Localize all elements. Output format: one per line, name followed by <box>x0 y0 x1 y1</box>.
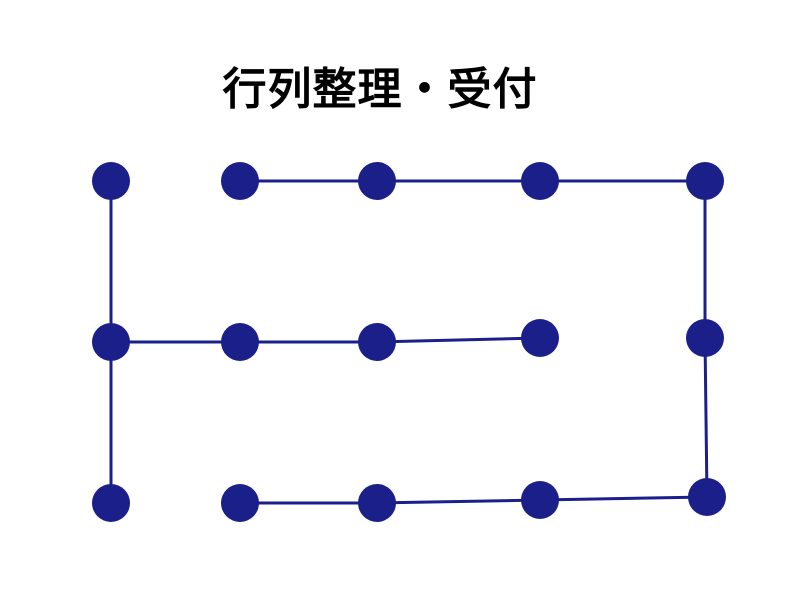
node-r2c5 <box>686 319 724 357</box>
node-r1c5 <box>686 162 724 200</box>
node-r1c1 <box>92 162 130 200</box>
node-r3c1 <box>92 484 130 522</box>
edge-layer <box>109 179 709 505</box>
edge-r3c5-r3c4 <box>539 495 708 502</box>
edge-r3c4-r3c3 <box>376 498 541 505</box>
node-r1c4 <box>521 162 559 200</box>
node-r3c2 <box>221 484 259 522</box>
node-r3c5 <box>688 478 726 516</box>
node-r2c1 <box>92 323 130 361</box>
node-layer <box>92 162 726 522</box>
node-r2c3 <box>358 323 396 361</box>
edge-r2c5-r3c5 <box>703 337 709 498</box>
node-r2c2 <box>221 323 259 361</box>
node-r3c4 <box>521 481 559 519</box>
node-r1c2 <box>221 162 259 200</box>
node-r2c4 <box>521 319 559 357</box>
edge-r2c3-r2c4 <box>376 336 541 344</box>
node-r1c3 <box>358 162 396 200</box>
node-r3c3 <box>358 484 396 522</box>
diagram-title: 行列整理・受付 <box>222 64 538 115</box>
